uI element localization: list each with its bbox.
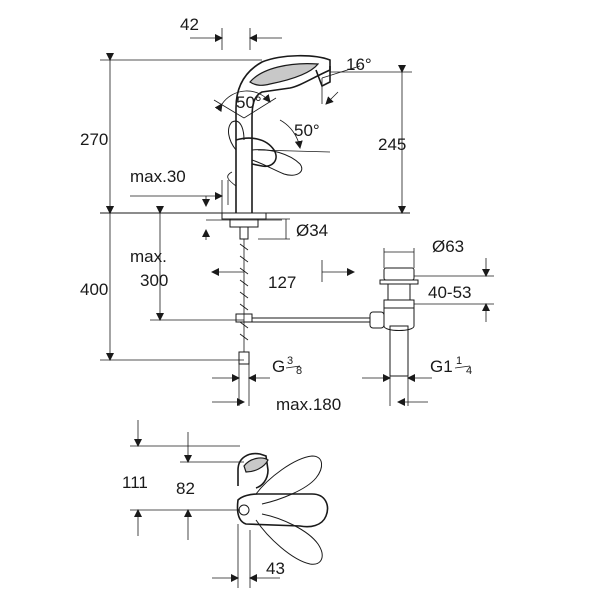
top-view-swing-ghost-down [255,513,323,565]
drain-tail [389,325,409,377]
dimension-111-label: 111 [122,473,148,492]
dimension-42-label: 42 [180,15,199,34]
dimensions-middle: 400 max. 300 127 Ø63 40-53 G 3 8 [80,206,494,414]
lever-ghost-right [251,149,303,176]
mounting-flange [221,212,267,220]
top-view-swing-ghost-up [255,455,322,505]
g1-1-4-denominator: 4 [466,365,472,377]
pop-up-rod [227,171,237,187]
diameter-63-label: Ø63 [432,237,464,256]
g1-1-4-base: G1 [430,357,453,376]
max-180-label: max.180 [276,395,341,414]
angle-50-right-label: 50° [294,121,320,140]
g-3-8-denominator: 8 [296,365,302,377]
dimension-43-label: 43 [266,559,285,578]
dimension-245-label: 245 [378,135,406,154]
dimensions-bottom: 111 82 43 [122,420,285,588]
lever [235,137,277,168]
angle-16-label: 16° [346,55,372,74]
top-view-lever [243,457,269,473]
faucet-top-view [236,452,329,565]
faucet-side-view [100,54,410,365]
top-view-body [237,452,269,489]
supply-hose [239,239,249,352]
max-30-label: max.30 [130,167,186,186]
dimension-127-label: 127 [268,273,296,292]
drain-assembly [252,267,419,377]
dimension-400-label: 400 [80,280,108,299]
dimension-270-label: 270 [80,130,108,149]
aerator [315,66,331,88]
diameter-34-label: Ø34 [296,221,328,240]
lever-ghost-left [228,120,245,151]
dimension-82-label: 82 [176,479,195,498]
spout-highlight [249,63,320,86]
g1-1-4-numerator: 1 [456,355,462,367]
max-300-label-line2: 300 [140,271,168,290]
top-view-outlet [238,504,250,516]
g-3-8-base: G [272,357,285,376]
g-3-8-numerator: 3 [287,355,293,367]
drain-cap [383,267,415,281]
angle-50-left-label: 50° [236,93,262,112]
angle-guide-right [257,149,331,153]
top-view-spout [236,493,329,528]
dimensions-top: 42 270 245 16° 50° 50° max.30 Ø34 [80,15,412,240]
max-300-label-line1: max. [130,247,167,266]
dimension-40-53-label: 40-53 [428,283,471,302]
